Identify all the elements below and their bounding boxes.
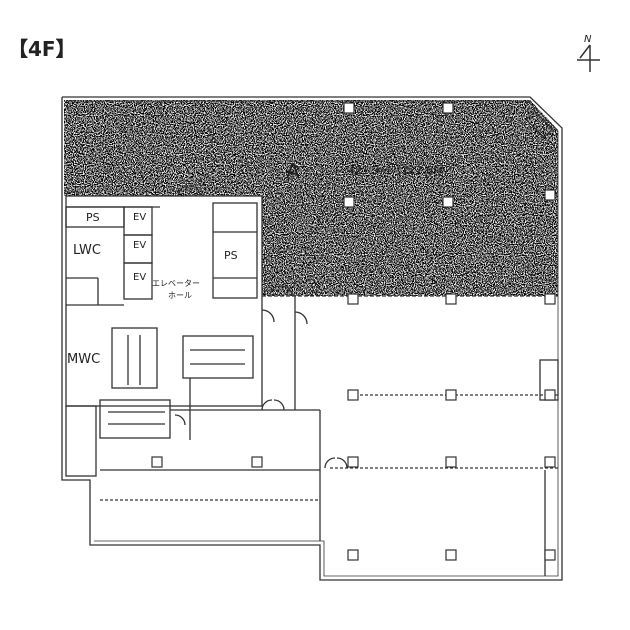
walls <box>61 96 563 581</box>
north-arrow-icon <box>577 44 600 72</box>
room-ev-2: EV <box>133 240 146 251</box>
room-ev-3: EV <box>133 272 146 283</box>
room-ev-1: EV <box>133 212 146 223</box>
room-mwc: MWC <box>67 352 100 367</box>
room-lwc: LWC <box>73 243 101 258</box>
room-ps-left: PS <box>86 211 100 224</box>
floor-label: 【4F】 <box>8 37 76 61</box>
area-a-size: 421.9㎡（127.6坪） <box>348 164 455 177</box>
elevator-hall-line2: ホール <box>168 291 192 300</box>
elevator-hall-line1: エレベーター <box>152 279 200 288</box>
structural-columns <box>151 102 556 561</box>
room-ps-right: PS <box>224 249 238 262</box>
area-a-label: A <box>286 159 300 183</box>
north-label: N <box>584 34 592 45</box>
area-a-fill <box>64 100 558 296</box>
